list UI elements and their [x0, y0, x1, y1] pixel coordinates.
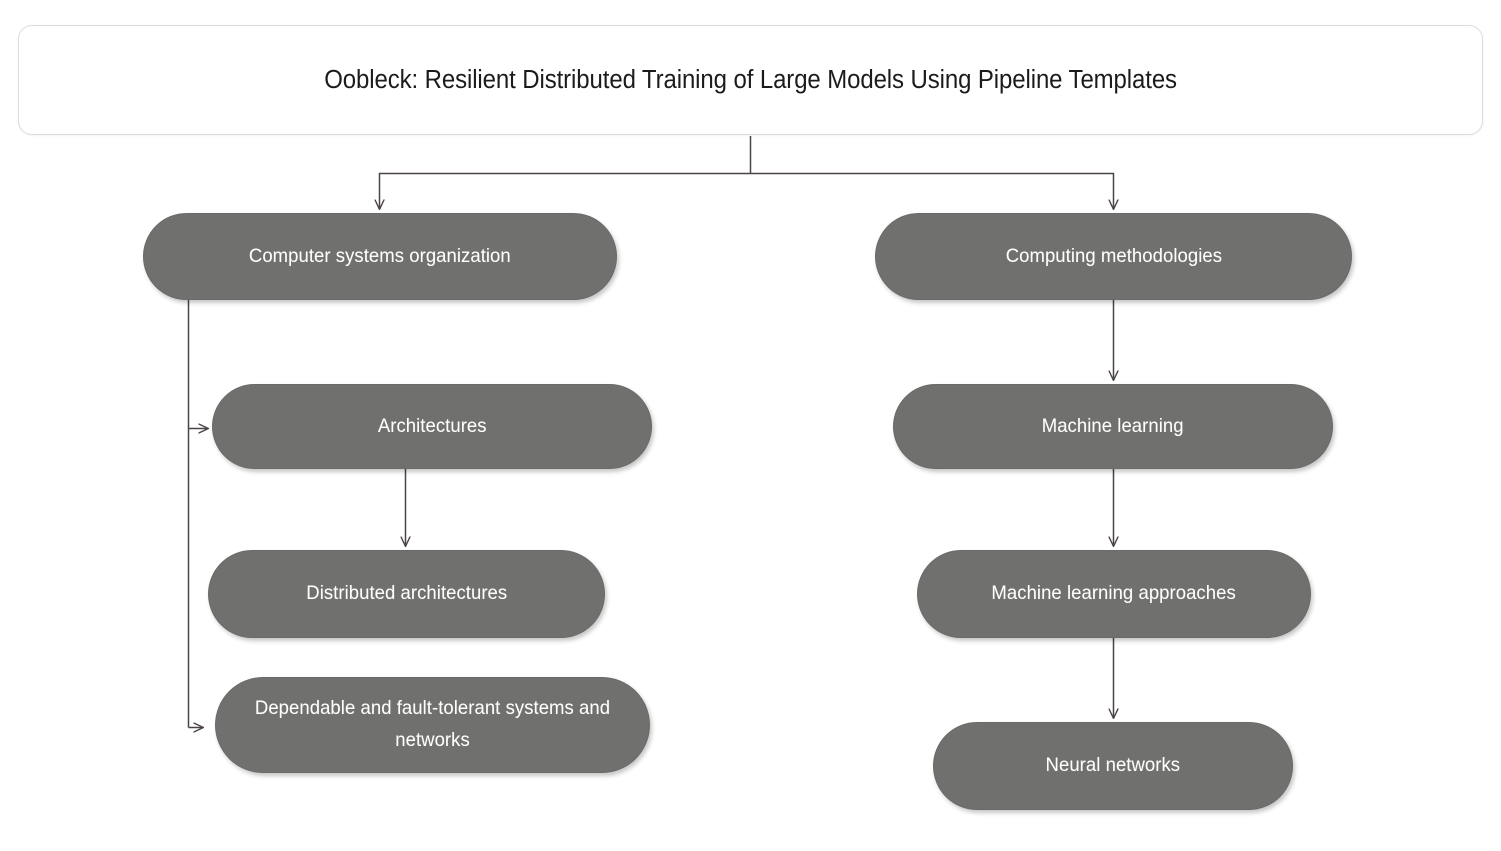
- node-computing-methodologies[interactable]: Computing methodologies: [875, 213, 1352, 300]
- node-dependable-fault-tolerant-systems-networks[interactable]: Dependable and fault-tolerant systems an…: [215, 677, 650, 773]
- node-label: Machine learning: [1042, 414, 1184, 437]
- node-label: Distributed architectures: [306, 582, 507, 605]
- diagram-title-card[interactable]: Oobleck: Resilient Distributed Training …: [18, 25, 1483, 135]
- node-label: Architectures: [377, 414, 487, 437]
- node-label: Neural networks: [1045, 754, 1181, 777]
- node-machine-learning[interactable]: Machine learning: [893, 384, 1333, 469]
- node-neural-networks[interactable]: Neural networks: [933, 722, 1293, 810]
- node-label: Dependable and fault-tolerant systems an…: [254, 697, 611, 751]
- edge-root-to-cso: [380, 172, 751, 210]
- node-distributed-architectures[interactable]: Distributed architectures: [208, 550, 605, 638]
- node-label: Machine learning approaches: [991, 582, 1237, 605]
- node-machine-learning-approaches[interactable]: Machine learning approaches: [917, 550, 1311, 638]
- edge-root-to-cm: [750, 172, 1114, 210]
- node-label: Computer systems organization: [249, 244, 511, 267]
- node-computer-systems-organization[interactable]: Computer systems organization: [143, 213, 617, 300]
- node-architectures[interactable]: Architectures: [212, 384, 652, 469]
- node-label: Computing methodologies: [1005, 244, 1222, 267]
- page-title: Oobleck: Resilient Distributed Training …: [324, 65, 1177, 94]
